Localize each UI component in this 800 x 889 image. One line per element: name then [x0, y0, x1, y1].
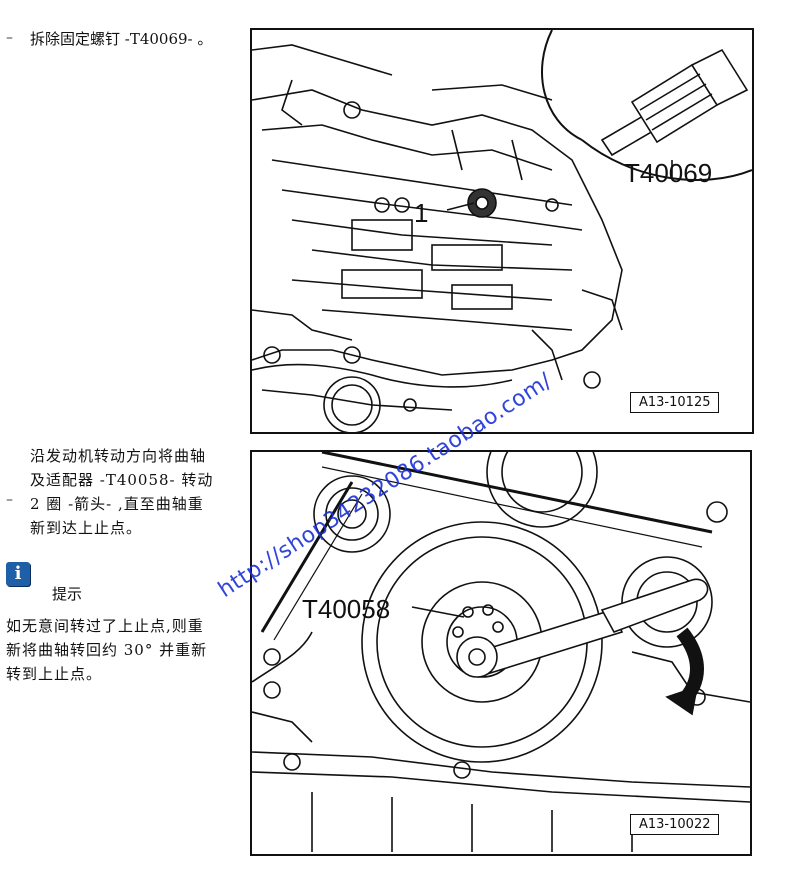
step-1-text: 拆除固定螺钉 -T40069- 。: [30, 30, 213, 48]
text-line: 新到达上止点。: [30, 519, 143, 537]
text-line: 及适配器 -T40058- 转动: [30, 471, 214, 489]
info-icon: i: [6, 562, 30, 586]
text-line: 2 圈 -箭头- ,直至曲轴重: [30, 495, 204, 513]
text-line: 新将曲轴转回约 30° 并重新: [6, 641, 208, 659]
figure-2: T40058 A13-10022: [250, 450, 752, 856]
tool-label-t40058: T40058: [302, 594, 390, 624]
step-2-text: 沿发动机转动方向将曲轴 及适配器 -T40058- 转动 2 圈 -箭头- ,直…: [30, 444, 244, 540]
text-line: 沿发动机转动方向将曲轴: [30, 447, 207, 465]
text-line: 如无意间转过了上止点,则重: [6, 617, 204, 635]
figure-2-drawing: T40058: [252, 452, 750, 852]
figure-id-label: A13-10022: [630, 814, 720, 835]
list-dash: –: [6, 492, 13, 508]
callout-1: 1: [414, 198, 428, 228]
list-dash: –: [6, 30, 13, 46]
hint-label: 提示: [52, 585, 83, 603]
figure-1-drawing: 1 T40069: [252, 30, 752, 432]
figure-id-label: A13-10125: [630, 392, 720, 413]
figure-1: 1 T40069 A13-10125: [250, 28, 754, 434]
tool-label-t40069: T40069: [624, 158, 712, 188]
text-line: 转到上止点。: [6, 665, 103, 683]
hint-text: 如无意间转过了上止点,则重 新将曲轴转回约 30° 并重新 转到上止点。: [6, 614, 246, 686]
